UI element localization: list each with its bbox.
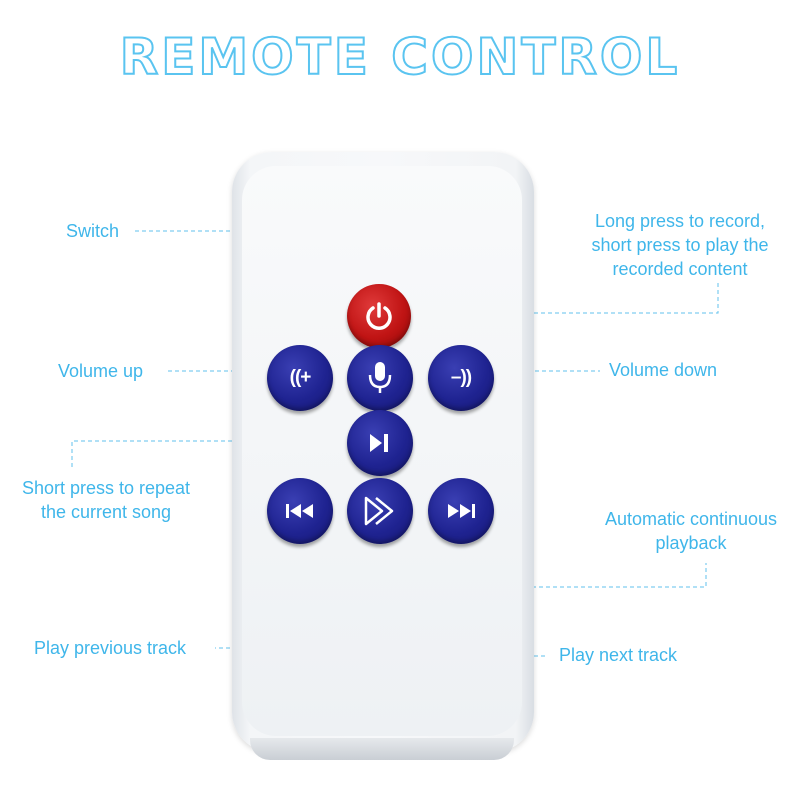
label-record-line2: short press to play the (591, 235, 769, 255)
label-auto-line2: playback (655, 533, 727, 553)
next-track-icon (448, 504, 475, 518)
label-record-line3: recorded content (612, 259, 748, 279)
label-repeat: Short press to repeat the current song (6, 476, 206, 524)
continuous-play-icon (364, 496, 394, 526)
label-auto-play: Automatic continuous playback (590, 507, 792, 555)
play-pause-icon (370, 434, 388, 452)
label-switch: Switch (66, 221, 120, 241)
label-next: Play next track (559, 645, 678, 665)
next-track-button[interactable] (428, 478, 494, 544)
record-button[interactable] (347, 345, 413, 411)
power-icon (366, 302, 392, 330)
remote-bottom-edge (250, 738, 514, 760)
label-previous: Play previous track (34, 638, 187, 658)
microphone-icon (368, 362, 392, 393)
play-pause-button[interactable] (347, 410, 413, 476)
volume-up-icon: ((+ (289, 367, 312, 388)
previous-track-icon (286, 504, 313, 518)
label-auto-line1: Automatic continuous (604, 509, 778, 529)
label-repeat-line2: the current song (40, 502, 172, 522)
label-repeat-line1: Short press to repeat (21, 478, 191, 498)
volume-up-button[interactable]: ((+ (267, 345, 333, 411)
volume-down-button[interactable]: –)) (428, 345, 494, 411)
previous-track-button[interactable] (267, 478, 333, 544)
volume-down-icon: –)) (450, 367, 472, 388)
power-button[interactable] (347, 284, 411, 348)
label-volume-down: Volume down (609, 360, 718, 380)
label-record: Long press to record, short press to pla… (572, 209, 788, 281)
page-title: REMOTE CONTROL (119, 27, 681, 87)
label-record-line1: Long press to record, (594, 211, 766, 231)
continuous-play-button[interactable] (347, 478, 413, 544)
label-volume-up: Volume up (58, 361, 144, 381)
